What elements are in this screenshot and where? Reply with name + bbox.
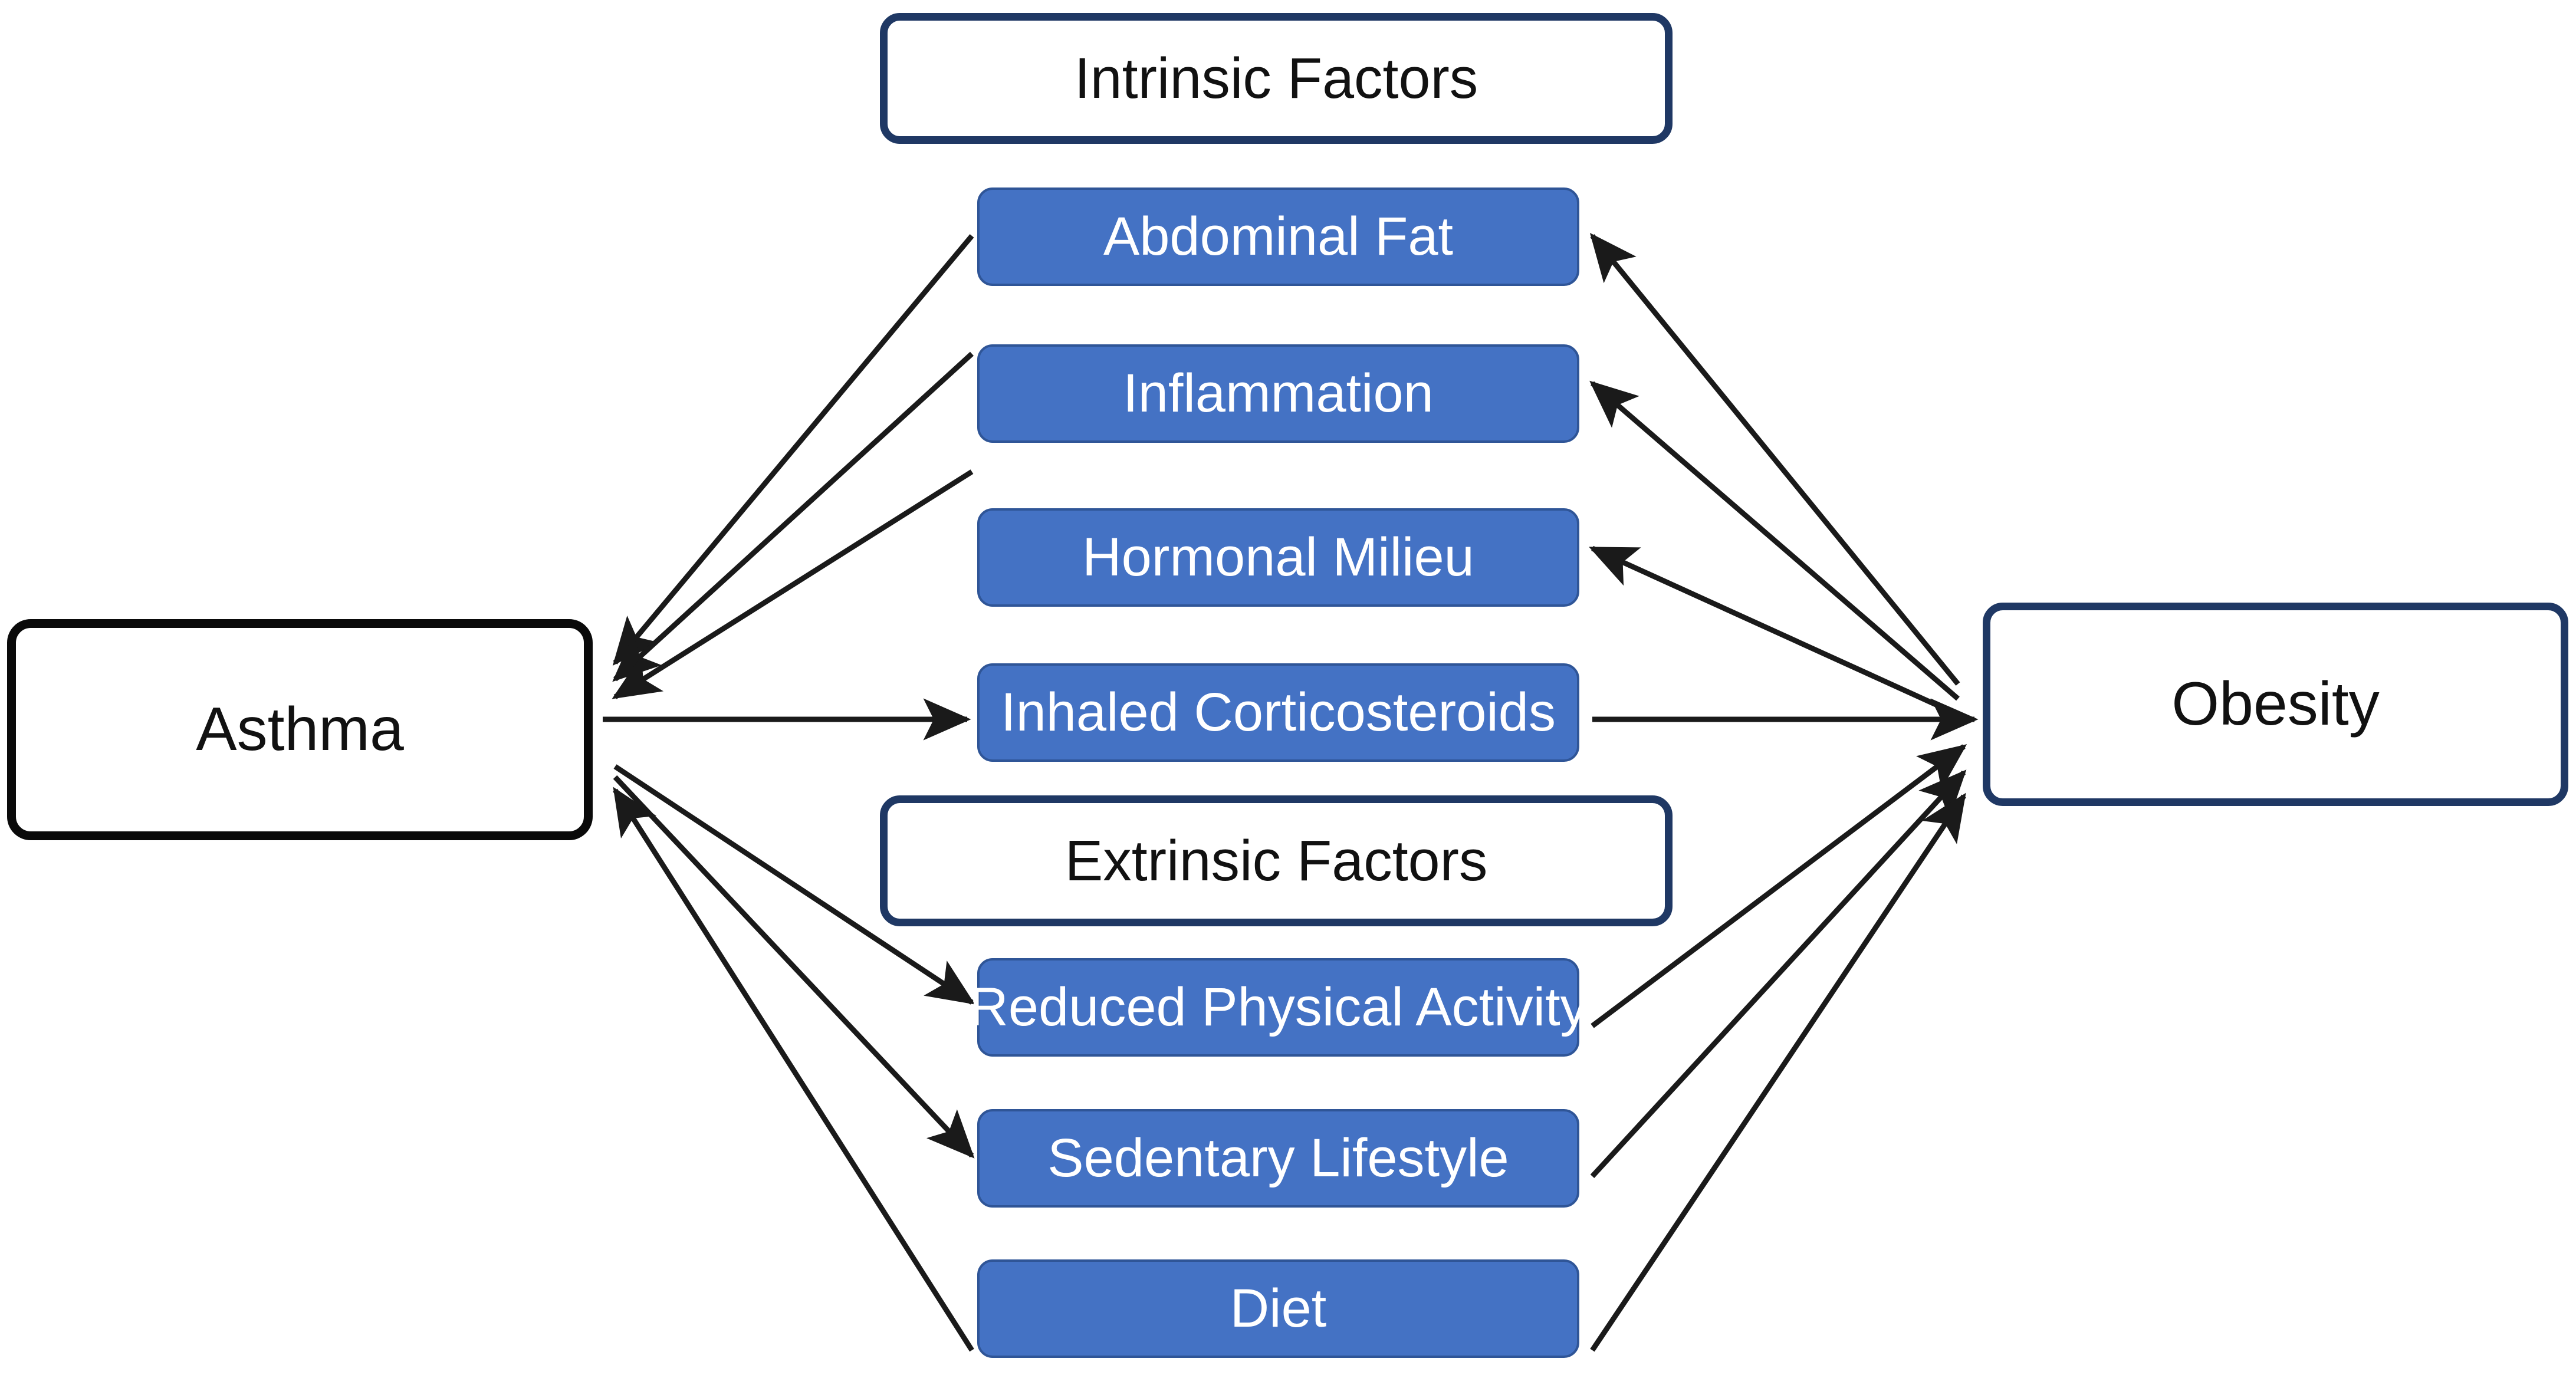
edge-obesity-to-inflammation — [1589, 380, 1960, 701]
node-diet-label: Diet — [1230, 1278, 1327, 1339]
node-asthma-label: Asthma — [196, 695, 404, 764]
node-hormonal-milieu[interactable]: Hormonal Milieu — [977, 508, 1579, 607]
edge-obesity-to-abdominal-fat — [1589, 232, 1960, 686]
edge-asthma-to-reduced-physical-activity — [613, 764, 975, 1005]
intrinsic-factors-label: Intrinsic Factors — [1074, 46, 1478, 111]
node-abdominal-fat[interactable]: Abdominal Fat — [977, 188, 1579, 286]
edge-diet-to-asthma — [613, 787, 974, 1352]
edge-inflammation-to-asthma — [612, 351, 974, 682]
node-sedentary-lifestyle[interactable]: Sedentary Lifestyle — [977, 1109, 1579, 1208]
edge-hormonal-milieu-to-asthma — [612, 469, 974, 699]
section-header-extrinsic-factors: Extrinsic Factors — [880, 795, 1673, 926]
edge-obesity-to-hormonal-milieu — [1589, 545, 1959, 718]
node-obesity-label: Obesity — [2171, 669, 2380, 738]
node-diet[interactable]: Diet — [977, 1259, 1579, 1358]
edge-asthma-to-sedentary-lifestyle — [613, 775, 975, 1159]
node-obesity[interactable]: Obesity — [1983, 603, 2568, 806]
edge-reduced-physical-activity-to-obesity — [1591, 744, 1967, 1028]
node-hormonal-milieu-label: Hormonal Milieu — [1082, 527, 1474, 588]
node-abdominal-fat-label: Abdominal Fat — [1103, 206, 1454, 267]
edge-diet-to-obesity — [1590, 792, 1966, 1352]
node-reduced-physical-activity[interactable]: Reduced Physical Activity — [969, 958, 1588, 1057]
node-asthma[interactable]: Asthma — [7, 619, 593, 840]
node-inhaled-corticosteroids-label: Inhaled Corticosteroids — [1001, 682, 1556, 743]
node-reduced-physical-activity-label: Reduced Physical Activity — [969, 977, 1588, 1038]
edge-sedentary-lifestyle-to-obesity — [1590, 769, 1967, 1179]
node-inflammation-label: Inflammation — [1123, 363, 1434, 424]
extrinsic-factors-label: Extrinsic Factors — [1064, 828, 1488, 893]
edge-abdominal-fat-to-asthma — [612, 234, 974, 666]
node-sedentary-lifestyle-label: Sedentary Lifestyle — [1047, 1128, 1509, 1189]
section-header-intrinsic-factors: Intrinsic Factors — [880, 13, 1673, 144]
node-inhaled-corticosteroids[interactable]: Inhaled Corticosteroids — [977, 663, 1579, 762]
node-inflammation[interactable]: Inflammation — [977, 344, 1579, 443]
